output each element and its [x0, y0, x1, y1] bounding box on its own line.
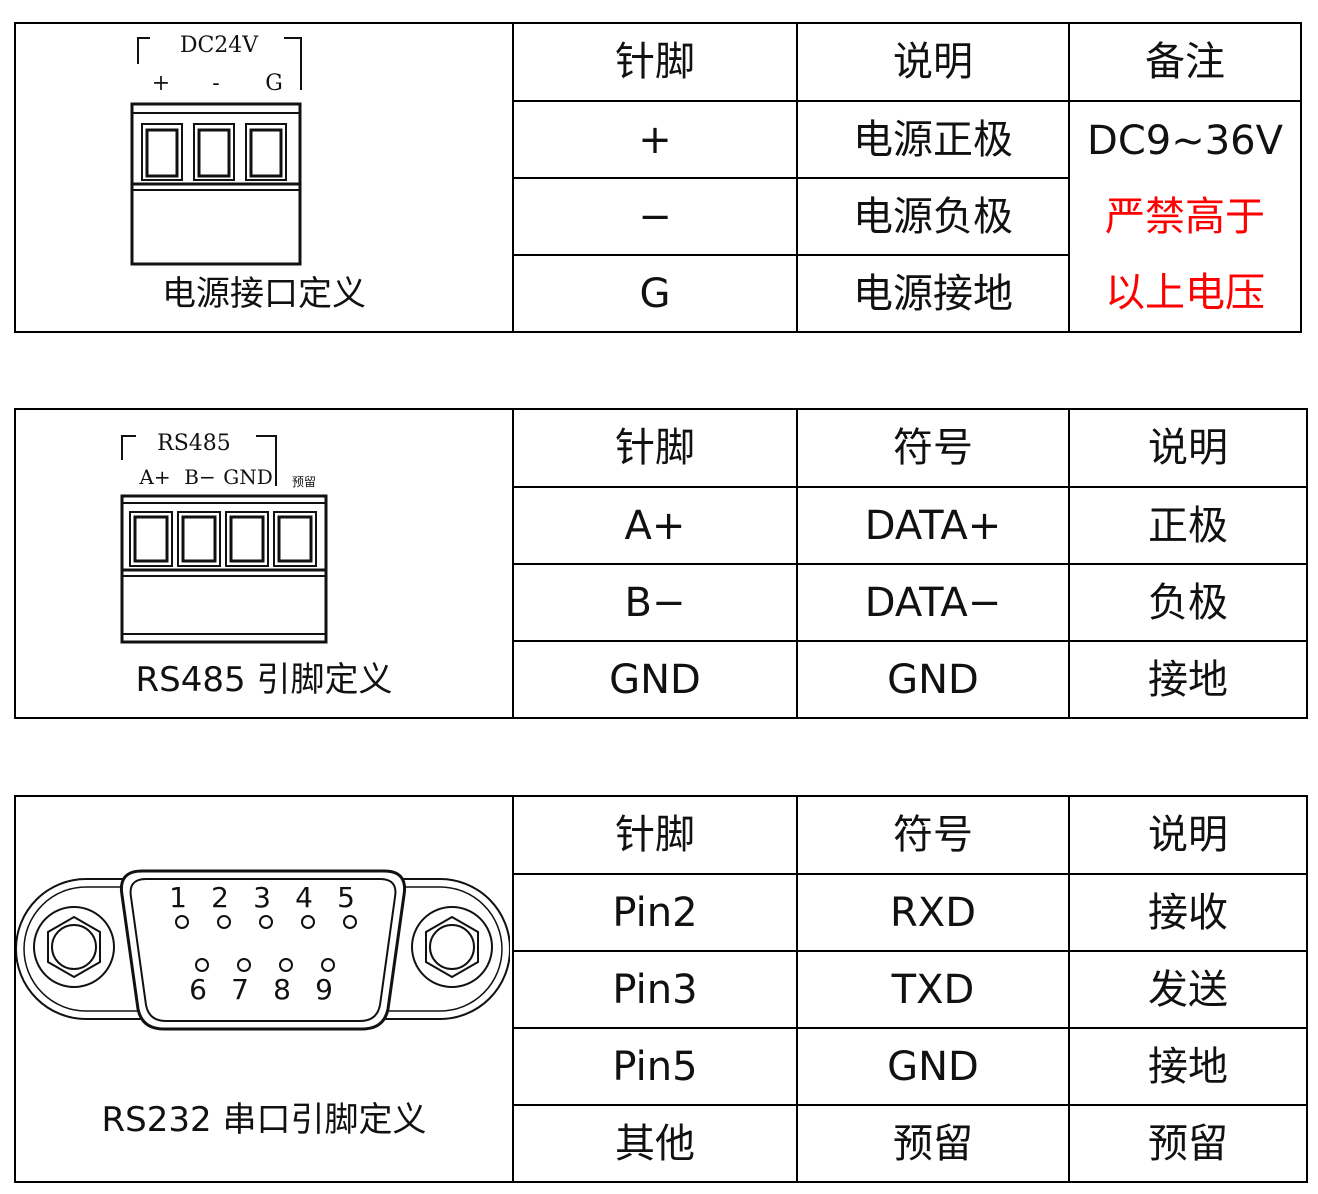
- symbol-gnd: GND: [796, 640, 1070, 719]
- rs485-terminal-title: RS485: [157, 431, 231, 456]
- rs485-pin-label: A+: [138, 465, 170, 489]
- db9-pin-number: 1: [169, 881, 187, 914]
- terminal-screw-slot: [249, 128, 283, 178]
- db9-pin-number: 8: [273, 973, 291, 1006]
- db9-pin-number: 9: [315, 973, 333, 1006]
- db9-pin-hole: [217, 915, 231, 929]
- symbol-reserved: 预留: [796, 1104, 1070, 1183]
- voltage-note: DC9~36V 严禁高于 以上电压: [1068, 100, 1302, 333]
- header-pin: 针脚: [512, 22, 798, 102]
- desc-receive: 接收: [1068, 873, 1308, 952]
- pin-3: Pin3: [512, 950, 798, 1029]
- db9-connector-diagram: 1 2 3 4 5 6 7 8 9: [16, 869, 510, 1031]
- power-pin-table: DC24V + - G 电源接口定义 针脚 说明 备注 + 电源正极: [14, 22, 1302, 333]
- db9-pin-number: 3: [253, 881, 271, 914]
- db9-pin-number: 4: [295, 881, 313, 914]
- db9-pin-number: 7: [231, 973, 249, 1006]
- rs485-pin-label: B−: [184, 465, 215, 489]
- pin-2: Pin2: [512, 873, 798, 952]
- symbol-gnd: GND: [796, 1027, 1070, 1106]
- desc-negative: 负极: [1068, 563, 1308, 642]
- power-caption: 电源接口定义: [162, 274, 366, 314]
- power-pin-label: -: [212, 71, 219, 96]
- rs485-terminal-diagram: RS485 A+ B− GND 预留: [120, 431, 328, 644]
- symbol-txd: TXD: [796, 950, 1070, 1029]
- voltage-warning-line1: 严禁高于: [1105, 193, 1265, 240]
- symbol-data-minus: DATA−: [796, 563, 1070, 642]
- terminal-screw-slot: [181, 515, 217, 563]
- terminal-screw-slot: [133, 515, 169, 563]
- pin-other: 其他: [512, 1104, 798, 1183]
- terminal-screw-slot: [145, 128, 179, 178]
- symbol-data-plus: DATA+: [796, 486, 1070, 565]
- pin-b-minus: B−: [512, 563, 798, 642]
- power-pin-label: G: [265, 71, 283, 96]
- rs485-pin-table: RS485 A+ B− GND 预留 RS485 引脚定义: [14, 408, 1308, 719]
- header-note: 备注: [1068, 22, 1302, 102]
- pin-a-plus: A+: [512, 486, 798, 565]
- header-pin: 针脚: [512, 408, 798, 488]
- db9-pin-hole: [343, 915, 357, 929]
- rs232-pin-table: 1 2 3 4 5 6 7 8 9: [14, 795, 1308, 1183]
- terminal-screw-slot: [277, 515, 313, 563]
- header-desc: 说明: [796, 22, 1070, 102]
- symbol-rxd: RXD: [796, 873, 1070, 952]
- header-desc: 说明: [1068, 795, 1308, 875]
- db9-pin-hole: [321, 958, 335, 972]
- desc-ground: 接地: [1068, 1027, 1308, 1106]
- power-pin-label: +: [152, 71, 170, 96]
- desc-reserved: 预留: [1068, 1104, 1308, 1183]
- db9-pin-number: 2: [211, 881, 229, 914]
- desc-positive: 正极: [1068, 486, 1308, 565]
- db9-pin-number: 6: [189, 973, 207, 1006]
- rs232-caption: RS232 串口引脚定义: [101, 1100, 427, 1140]
- terminal-screw-slot: [229, 515, 265, 563]
- mounting-screw-right: [411, 906, 493, 988]
- rs485-caption: RS485 引脚定义: [135, 660, 393, 700]
- rs485-reserved-label: 预留: [292, 475, 316, 489]
- desc-send: 发送: [1068, 950, 1308, 1029]
- db9-pin-hole: [279, 958, 293, 972]
- db9-pin-number: 5: [337, 881, 355, 914]
- rs485-pin-label: GND: [223, 465, 273, 489]
- db9-pin-hole: [301, 915, 315, 929]
- desc-ground: 电源接地: [796, 254, 1070, 333]
- db9-pin-hole: [259, 915, 273, 929]
- pin-minus: −: [512, 177, 798, 256]
- desc-negative: 电源负极: [796, 177, 1070, 256]
- mounting-screw-left: [33, 906, 115, 988]
- pin-gnd: GND: [512, 640, 798, 719]
- db9-flange: [16, 878, 510, 1020]
- db9-pin-hole: [195, 958, 209, 972]
- pin-plus: +: [512, 100, 798, 179]
- pin-ground: G: [512, 254, 798, 333]
- voltage-warning-line2: 以上电压: [1105, 269, 1265, 316]
- header-symbol: 符号: [796, 795, 1070, 875]
- desc-positive: 电源正极: [796, 100, 1070, 179]
- power-connector-cell: DC24V + - G 电源接口定义: [14, 22, 514, 333]
- db9-shell: [119, 869, 407, 1031]
- power-terminal-title: DC24V: [180, 33, 259, 58]
- db9-pin-hole: [237, 958, 251, 972]
- header-desc: 说明: [1068, 408, 1308, 488]
- header-symbol: 符号: [796, 408, 1070, 488]
- power-terminal-diagram: DC24V + - G: [130, 33, 302, 266]
- rs485-connector-cell: RS485 A+ B− GND 预留 RS485 引脚定义: [14, 408, 514, 719]
- header-pin: 针脚: [512, 795, 798, 875]
- voltage-range: DC9~36V: [1087, 117, 1283, 164]
- terminal-screw-slot: [197, 128, 231, 178]
- desc-ground: 接地: [1068, 640, 1308, 719]
- db9-pin-hole: [175, 915, 189, 929]
- rs232-connector-cell: 1 2 3 4 5 6 7 8 9: [14, 795, 514, 1183]
- pin-5: Pin5: [512, 1027, 798, 1106]
